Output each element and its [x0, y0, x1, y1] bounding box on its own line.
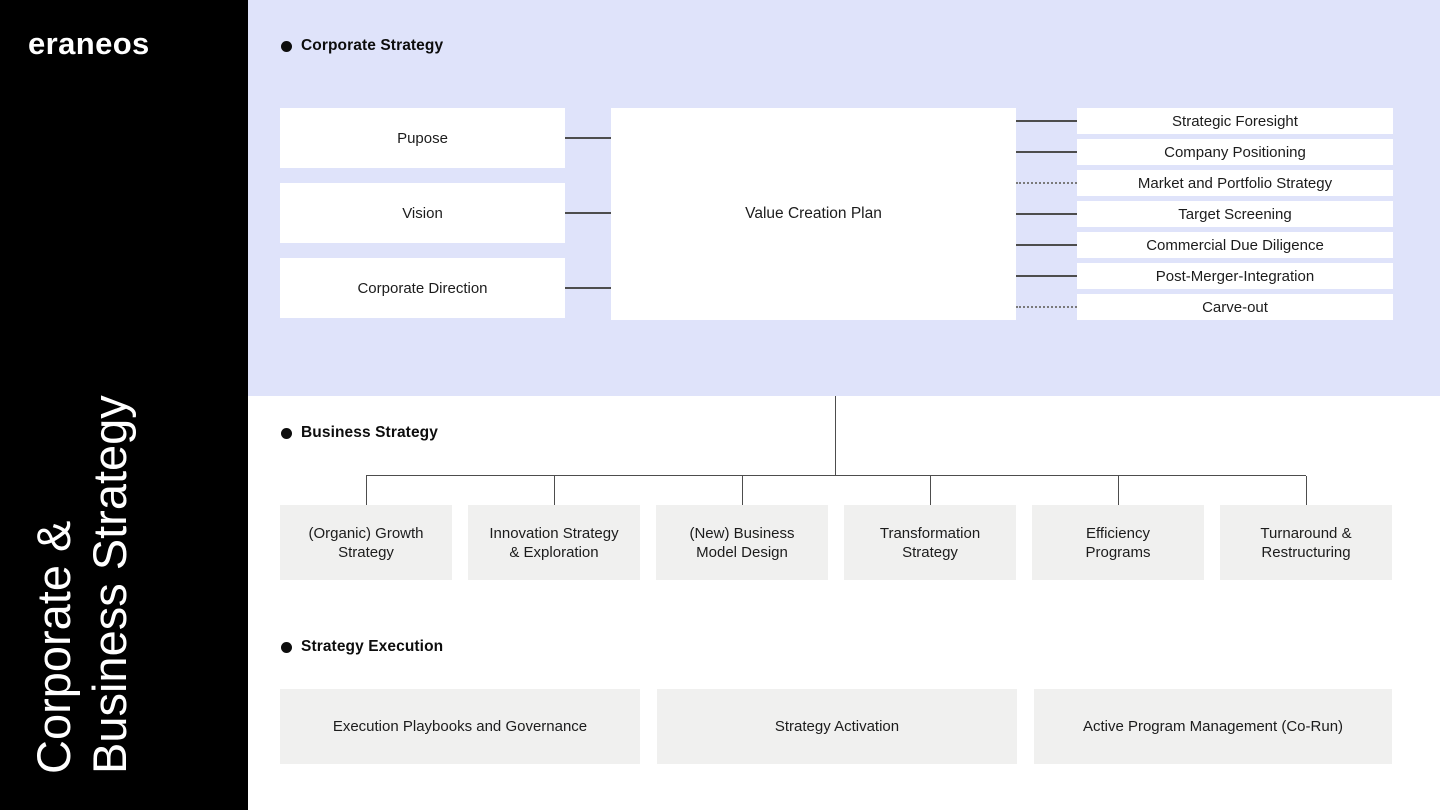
box-strategy-activation: Strategy Activation	[657, 689, 1017, 764]
tree-drop-line	[742, 476, 743, 505]
connector-line	[1016, 275, 1077, 277]
connector-line	[1016, 120, 1077, 122]
eraneos-logo: eraneos	[28, 26, 150, 61]
box-post-merger-integration: Post-Merger-Integration	[1077, 263, 1393, 289]
box-commercial-due-diligence: Commercial Due Diligence	[1077, 232, 1393, 258]
connector-line	[1016, 213, 1077, 215]
connector-line-dotted	[1016, 182, 1077, 184]
box-purpose: Pupose	[280, 108, 565, 168]
box-strategic-foresight: Strategic Foresight	[1077, 108, 1393, 134]
box-active-program-management: Active Program Management (Co-Run)	[1034, 689, 1392, 764]
tree-root-line	[835, 396, 836, 476]
strategy-execution-header: Strategy Execution	[281, 638, 444, 655]
bullet-icon	[281, 427, 292, 439]
business-strategy-header: Business Strategy	[281, 424, 438, 441]
bullet-icon	[281, 40, 292, 52]
tree-drop-line	[366, 476, 367, 505]
box-vision: Vision	[280, 183, 565, 243]
box-target-screening: Target Screening	[1077, 201, 1393, 227]
box-innovation-strategy-exploration: Innovation Strategy & Exploration	[468, 505, 640, 580]
box-company-positioning: Company Positioning	[1077, 139, 1393, 165]
business-strategy-label: Business Strategy	[301, 424, 438, 441]
box-value-creation-plan: Value Creation Plan	[611, 108, 1016, 320]
connector-line	[565, 137, 611, 139]
slide-vertical-title: Corporate & Business Strategy	[27, 395, 136, 774]
tree-drop-line	[554, 476, 555, 505]
connector-line	[565, 287, 611, 289]
tree-drop-line	[1306, 476, 1307, 505]
box-corporate-direction: Corporate Direction	[280, 258, 565, 318]
box-market-portfolio-strategy: Market and Portfolio Strategy	[1077, 170, 1393, 196]
connector-line	[565, 212, 611, 214]
connector-line	[1016, 244, 1077, 246]
box-transformation-strategy: Transformation Strategy	[844, 505, 1016, 580]
connector-line-dotted	[1016, 306, 1077, 308]
box-carve-out: Carve-out	[1077, 294, 1393, 320]
tree-drop-line	[930, 476, 931, 505]
tree-drop-line	[1118, 476, 1119, 505]
bullet-icon	[281, 641, 292, 653]
box-execution-playbooks-governance: Execution Playbooks and Governance	[280, 689, 640, 764]
box-turnaround-restructuring: Turnaround & Restructuring	[1220, 505, 1392, 580]
connector-line	[1016, 151, 1077, 153]
box-organic-growth-strategy: (Organic) Growth Strategy	[280, 505, 452, 580]
sidebar: eraneos Corporate & Business Strategy	[0, 0, 248, 810]
box-new-business-model-design: (New) Business Model Design	[656, 505, 828, 580]
corporate-strategy-label: Corporate Strategy	[301, 37, 444, 54]
strategy-execution-label: Strategy Execution	[301, 638, 444, 655]
box-efficiency-programs: Efficiency Programs	[1032, 505, 1204, 580]
tree-horizontal-line	[366, 475, 1306, 476]
corporate-strategy-header: Corporate Strategy	[281, 37, 444, 54]
